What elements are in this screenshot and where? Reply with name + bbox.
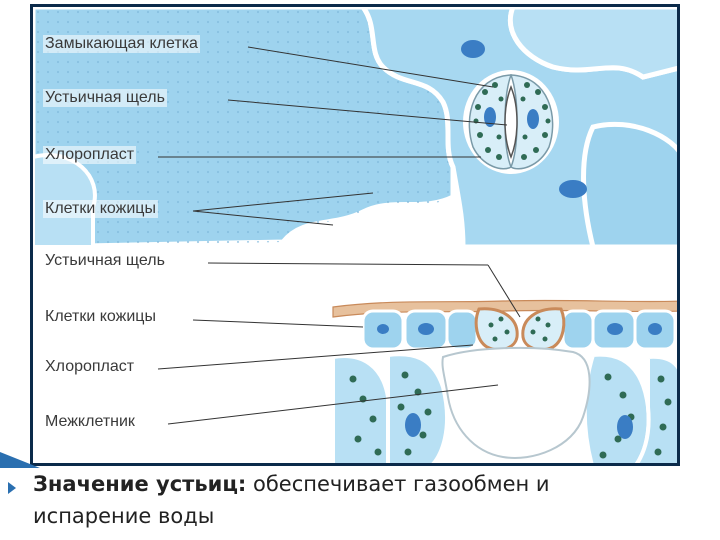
mesophyll [331,352,677,463]
label-chloroplast: Хлоропласт [43,146,137,164]
epidermis-cell [507,7,677,80]
surface-view [33,7,677,250]
caption-line-2: испарение воды [33,504,215,528]
caption-line-1: Значение устьиц: обеспечивает газообмен … [33,472,550,496]
leader-lines [157,46,521,425]
label-epidermis-cells: Клетки кожицы [43,200,158,218]
cross-section [33,247,677,463]
label-guard-cell: Замыкающая клетка [43,35,200,53]
label-intercellular-space: Межклетник [43,413,137,431]
stomata-figure: Замыкающая клетка Устьичная щель Хлоропл… [30,4,680,466]
label-stomatal-pore-section: Устьичная щель [43,252,167,270]
label-stomatal-pore: Устьичная щель [43,89,167,107]
cuticle [332,299,677,318]
accent-tab [0,452,40,468]
stomatal-pore [504,84,518,160]
caption-definition-1: обеспечивает газообмен и [246,472,550,496]
chloroplasts [473,82,551,160]
label-chloroplast-section: Хлоропласт [43,358,137,376]
caption-term: Значение устьиц: [33,472,247,496]
guard-cells-section [474,307,566,352]
nucleus [559,180,587,198]
intercellular-space [441,346,591,459]
label-epidermis-cells-section: Клетки кожицы [43,308,158,326]
stomata-illustration [33,7,677,463]
nucleus [461,40,485,58]
epidermis-cell [581,121,677,250]
guard-cells [463,70,559,174]
bullet-arrow-icon [8,482,16,494]
mesophyll-chloroplasts [349,371,672,459]
caption: Значение устьиц: обеспечивает газообмен … [0,468,720,540]
